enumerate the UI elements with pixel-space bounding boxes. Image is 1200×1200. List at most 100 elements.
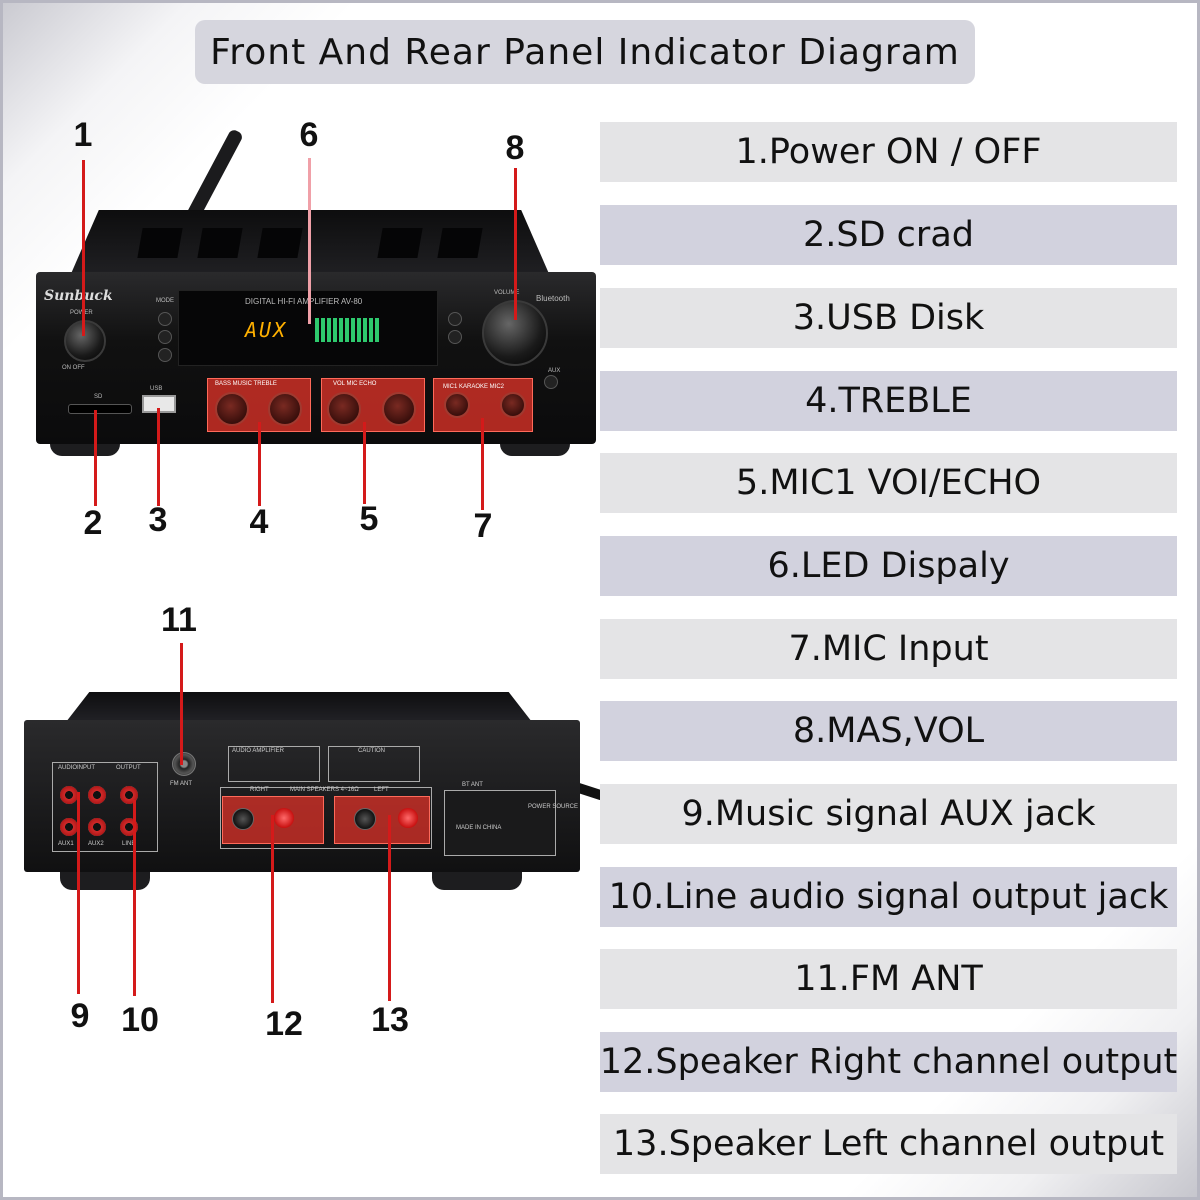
- callout-13: 13: [371, 1001, 409, 1039]
- power-source-label: POWER SOURCE: [528, 804, 579, 810]
- top-vent: [437, 228, 483, 258]
- treble-knob[interactable]: [268, 392, 302, 426]
- prev-button[interactable]: [448, 312, 462, 326]
- power-knob[interactable]: [64, 320, 106, 362]
- callout-3: 3: [148, 501, 168, 539]
- audio-amplifier-label: AUDIO AMPLIFIER: [232, 748, 285, 754]
- line-label: LINE: [122, 841, 136, 847]
- aux1-rca-l[interactable]: [60, 786, 78, 804]
- callout-line-2: [94, 410, 97, 506]
- legend-item: 11.FM ANT: [600, 949, 1177, 1009]
- callout-4: 4: [249, 503, 269, 541]
- made-in-label: MADE IN CHINA: [456, 825, 502, 831]
- caution-label: CAUTION: [358, 748, 385, 754]
- left-positive-post[interactable]: [398, 808, 418, 828]
- speaker-terminal-box: [220, 787, 432, 849]
- top-vent: [137, 228, 183, 258]
- sd-label: SD: [94, 394, 103, 400]
- eq-bars: [315, 318, 381, 342]
- output-label: OUTPUT: [116, 765, 141, 771]
- legend-item: 3.USB Disk: [600, 288, 1177, 348]
- top-vent: [377, 228, 423, 258]
- legend-item: 12.Speaker Right channel output: [600, 1032, 1177, 1092]
- callout-9: 9: [70, 997, 90, 1035]
- legend-item: 10.Line audio signal output jack: [600, 867, 1177, 927]
- legend-item: 4.TREBLE: [600, 371, 1177, 431]
- fm-antenna-jack[interactable]: [172, 752, 196, 776]
- callout-line-1: [82, 160, 85, 336]
- callout-2: 2: [83, 504, 103, 542]
- play-button[interactable]: [158, 330, 172, 344]
- foot: [432, 868, 522, 890]
- legend-item: 8.MAS,VOL: [600, 701, 1177, 761]
- bass-knob[interactable]: [215, 392, 249, 426]
- audio-input-label: AUDIOINPUT: [58, 765, 96, 771]
- display-title: DIGITAL HI-FI AMPLIFIER AV-80: [245, 297, 363, 306]
- aux-jack[interactable]: [544, 375, 558, 389]
- echo-knob[interactable]: [382, 392, 416, 426]
- callout-line-5: [363, 422, 366, 504]
- right-positive-post[interactable]: [274, 808, 294, 828]
- legend-item: 7.MIC Input: [600, 619, 1177, 679]
- display-mode: AUX: [245, 318, 288, 342]
- spec-label-box: [228, 746, 320, 782]
- mode-button[interactable]: [158, 312, 172, 326]
- legend-item: 1.Power ON / OFF: [600, 122, 1177, 182]
- right-negative-post[interactable]: [232, 808, 254, 830]
- callout-5: 5: [359, 500, 379, 538]
- top-vent: [197, 228, 243, 258]
- callout-6: 6: [299, 116, 319, 154]
- line-rca-l[interactable]: [120, 786, 138, 804]
- usb-label: USB: [150, 386, 163, 392]
- aux2-rca-l[interactable]: [88, 786, 106, 804]
- brand-logo: Sunbuck: [44, 288, 113, 304]
- aux1-rca-r[interactable]: [60, 818, 78, 836]
- callout-10: 10: [121, 1001, 159, 1039]
- io-box: [52, 762, 158, 852]
- tone-labels: BASS MUSIC TREBLE: [215, 381, 277, 387]
- aux1-label: AUX1: [58, 841, 74, 847]
- bluetooth-label: Bluetooth: [536, 294, 570, 303]
- legend-item: 5.MIC1 VOI/ECHO: [600, 453, 1177, 513]
- callout-7: 7: [473, 507, 493, 545]
- callout-8: 8: [505, 129, 525, 167]
- next-button[interactable]: [448, 330, 462, 344]
- mic2-jack[interactable]: [500, 392, 526, 418]
- stop-button[interactable]: [158, 348, 172, 362]
- callout-line-13: [388, 815, 391, 1001]
- mode-label: MODE: [156, 298, 174, 304]
- callout-line-9: [77, 792, 80, 994]
- aux2-rca-r[interactable]: [88, 818, 106, 836]
- rating-label: [444, 790, 556, 856]
- volume-label: VOLUME: [494, 290, 520, 296]
- callout-line-6: [308, 158, 311, 324]
- callout-line-4: [258, 422, 261, 506]
- legend-item: 13.Speaker Left channel output: [600, 1114, 1177, 1174]
- left-negative-post[interactable]: [354, 808, 376, 830]
- callout-line-11: [180, 643, 183, 765]
- legend-item: 2.SD crad: [600, 205, 1177, 265]
- power-label: POWER: [70, 310, 93, 316]
- callout-line-3: [157, 408, 160, 506]
- rear-top-cover: [66, 692, 532, 722]
- bt-ant-label: BT ANT: [462, 782, 483, 788]
- callout-line-7: [481, 418, 484, 510]
- caution-label-box: [328, 746, 420, 782]
- callout-line-12: [271, 815, 274, 1003]
- mic-labels: VOL MIC ECHO: [333, 381, 377, 387]
- page-title: Front And Rear Panel Indicator Diagram: [195, 20, 975, 84]
- mic-input-labels: MIC1 KARAOKE MIC2: [443, 384, 505, 390]
- top-vent: [257, 228, 303, 258]
- callout-line-8: [514, 168, 517, 320]
- main-speakers-label: MAIN SPEAKERS 4~16Ω: [290, 787, 359, 793]
- aux2-label: AUX2: [88, 841, 104, 847]
- sd-slot[interactable]: [68, 404, 132, 414]
- mic-vol-knob[interactable]: [327, 392, 361, 426]
- mic1-jack[interactable]: [444, 392, 470, 418]
- on-off-label: ON OFF: [62, 365, 85, 371]
- callout-1: 1: [73, 116, 93, 154]
- foot: [50, 440, 120, 456]
- callout-line-10: [133, 800, 136, 996]
- legend-item: 6.LED Dispaly: [600, 536, 1177, 596]
- fm-ant-label: FM ANT: [170, 781, 192, 787]
